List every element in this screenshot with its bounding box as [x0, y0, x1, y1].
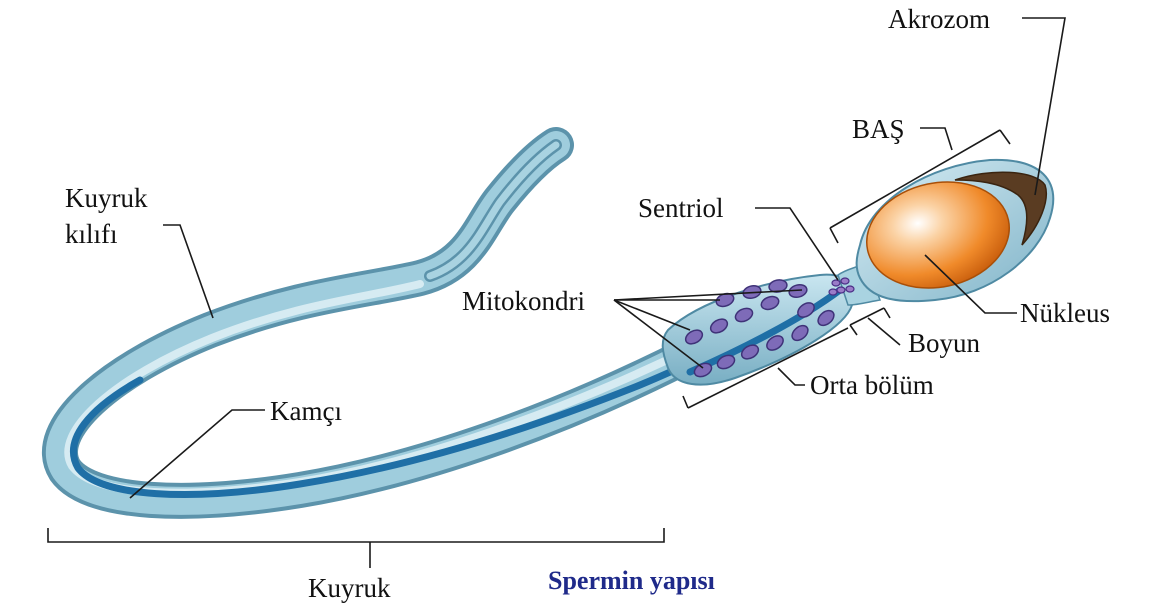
label-nukleus: Nükleus [1020, 298, 1110, 328]
label-kamci: Kamçı [270, 396, 342, 426]
label-bas: BAŞ [852, 114, 905, 144]
label-kuyruk-kilifi-line1: Kuyruk [65, 183, 148, 213]
label-boyun: Boyun [908, 328, 981, 358]
label-sentriol: Sentriol [638, 193, 724, 223]
label-kuyruk-kilifi-line2: kılıfı [65, 219, 118, 249]
tail-sheath-fill [60, 145, 688, 501]
label-orta-bolum: Orta bölüm [810, 370, 934, 400]
label-mitokondri: Mitokondri [462, 286, 585, 316]
tail-sheath [60, 145, 688, 501]
label-kuyruk: Kuyruk [308, 573, 391, 603]
caption: Spermin yapısı [548, 566, 715, 595]
label-akrozom: Akrozom [888, 4, 990, 34]
